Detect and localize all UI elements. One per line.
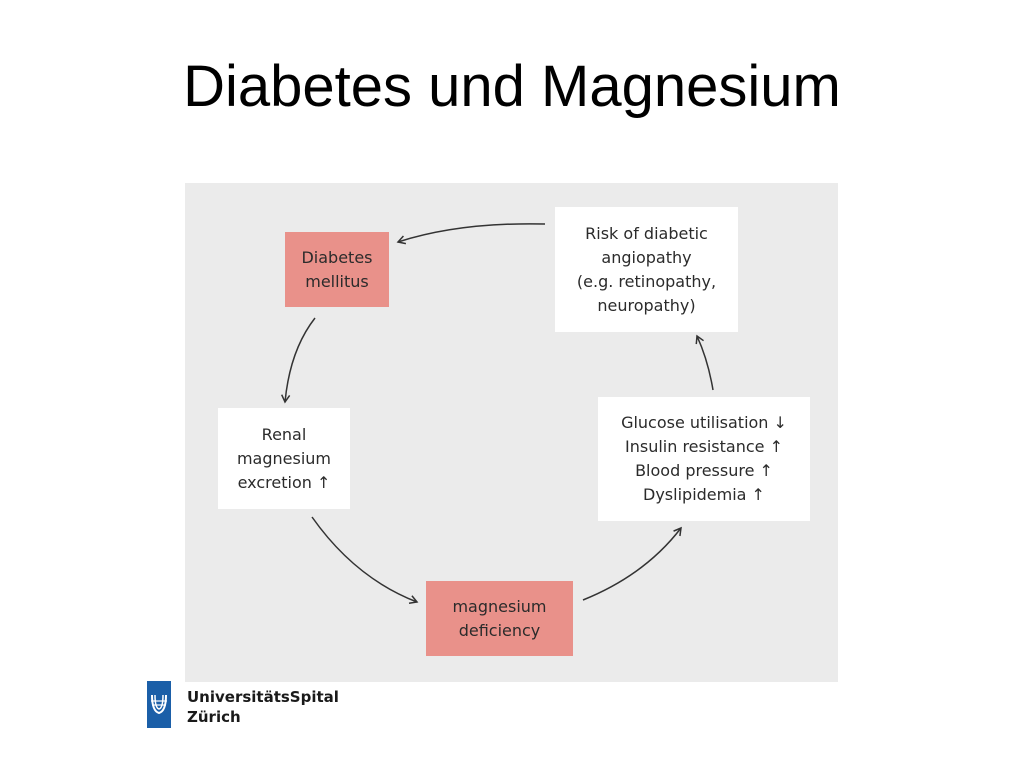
logo-line-1: UniversitätsSpital (187, 688, 339, 706)
slide-title: Diabetes und Magnesium (183, 54, 841, 119)
usz-logo: UniversitätsSpital Zürich (147, 681, 347, 731)
arrow-renal-to-deficiency (311, 516, 419, 604)
arrow-diabetes-to-renal (281, 317, 316, 404)
node-line: Glucose utilisation ↓ (621, 413, 787, 432)
node-line: deficiency (458, 620, 541, 640)
node-line: mellitus (305, 271, 369, 291)
node-line: excretion ↑ (237, 472, 331, 492)
node-line: magnesium (236, 448, 332, 468)
node-line: Insulin resistance ↑ (625, 437, 783, 456)
arrow-glucose-to-risk (695, 334, 714, 391)
node-magnesium-deficiency: magnesium deficiency (426, 581, 573, 656)
arrow-risk-to-diabetes (396, 223, 546, 245)
node-renal-excretion: Renal magnesium excretion ↑ (218, 408, 350, 509)
node-line: angiopathy (601, 247, 692, 267)
usz-logo-text: UniversitätsSpital Zürich (187, 687, 339, 727)
usz-logo-mark (147, 681, 171, 728)
node-line: Diabetes (301, 247, 373, 267)
node-diabetes-mellitus: Diabetes mellitus (285, 232, 389, 307)
node-line: Dyslipidemia ↑ (643, 485, 765, 504)
arrow-deficiency-to-glucose (582, 526, 682, 601)
node-line: neuropathy) (597, 295, 696, 315)
node-line: Blood pressure ↑ (635, 461, 773, 480)
node-risk-angiopathy: Risk of diabetic angiopathy (e.g. retino… (555, 207, 738, 332)
node-line: (e.g. retinopathy, (576, 271, 717, 291)
usz-emblem-icon (151, 694, 167, 715)
node-metabolic-effects: Glucose utilisation ↓ Insulin resistance… (598, 397, 810, 521)
node-line: Renal (261, 424, 307, 444)
logo-line-2: Zürich (187, 708, 241, 726)
node-line: Risk of diabetic (585, 223, 708, 243)
node-line: magnesium (452, 596, 547, 616)
